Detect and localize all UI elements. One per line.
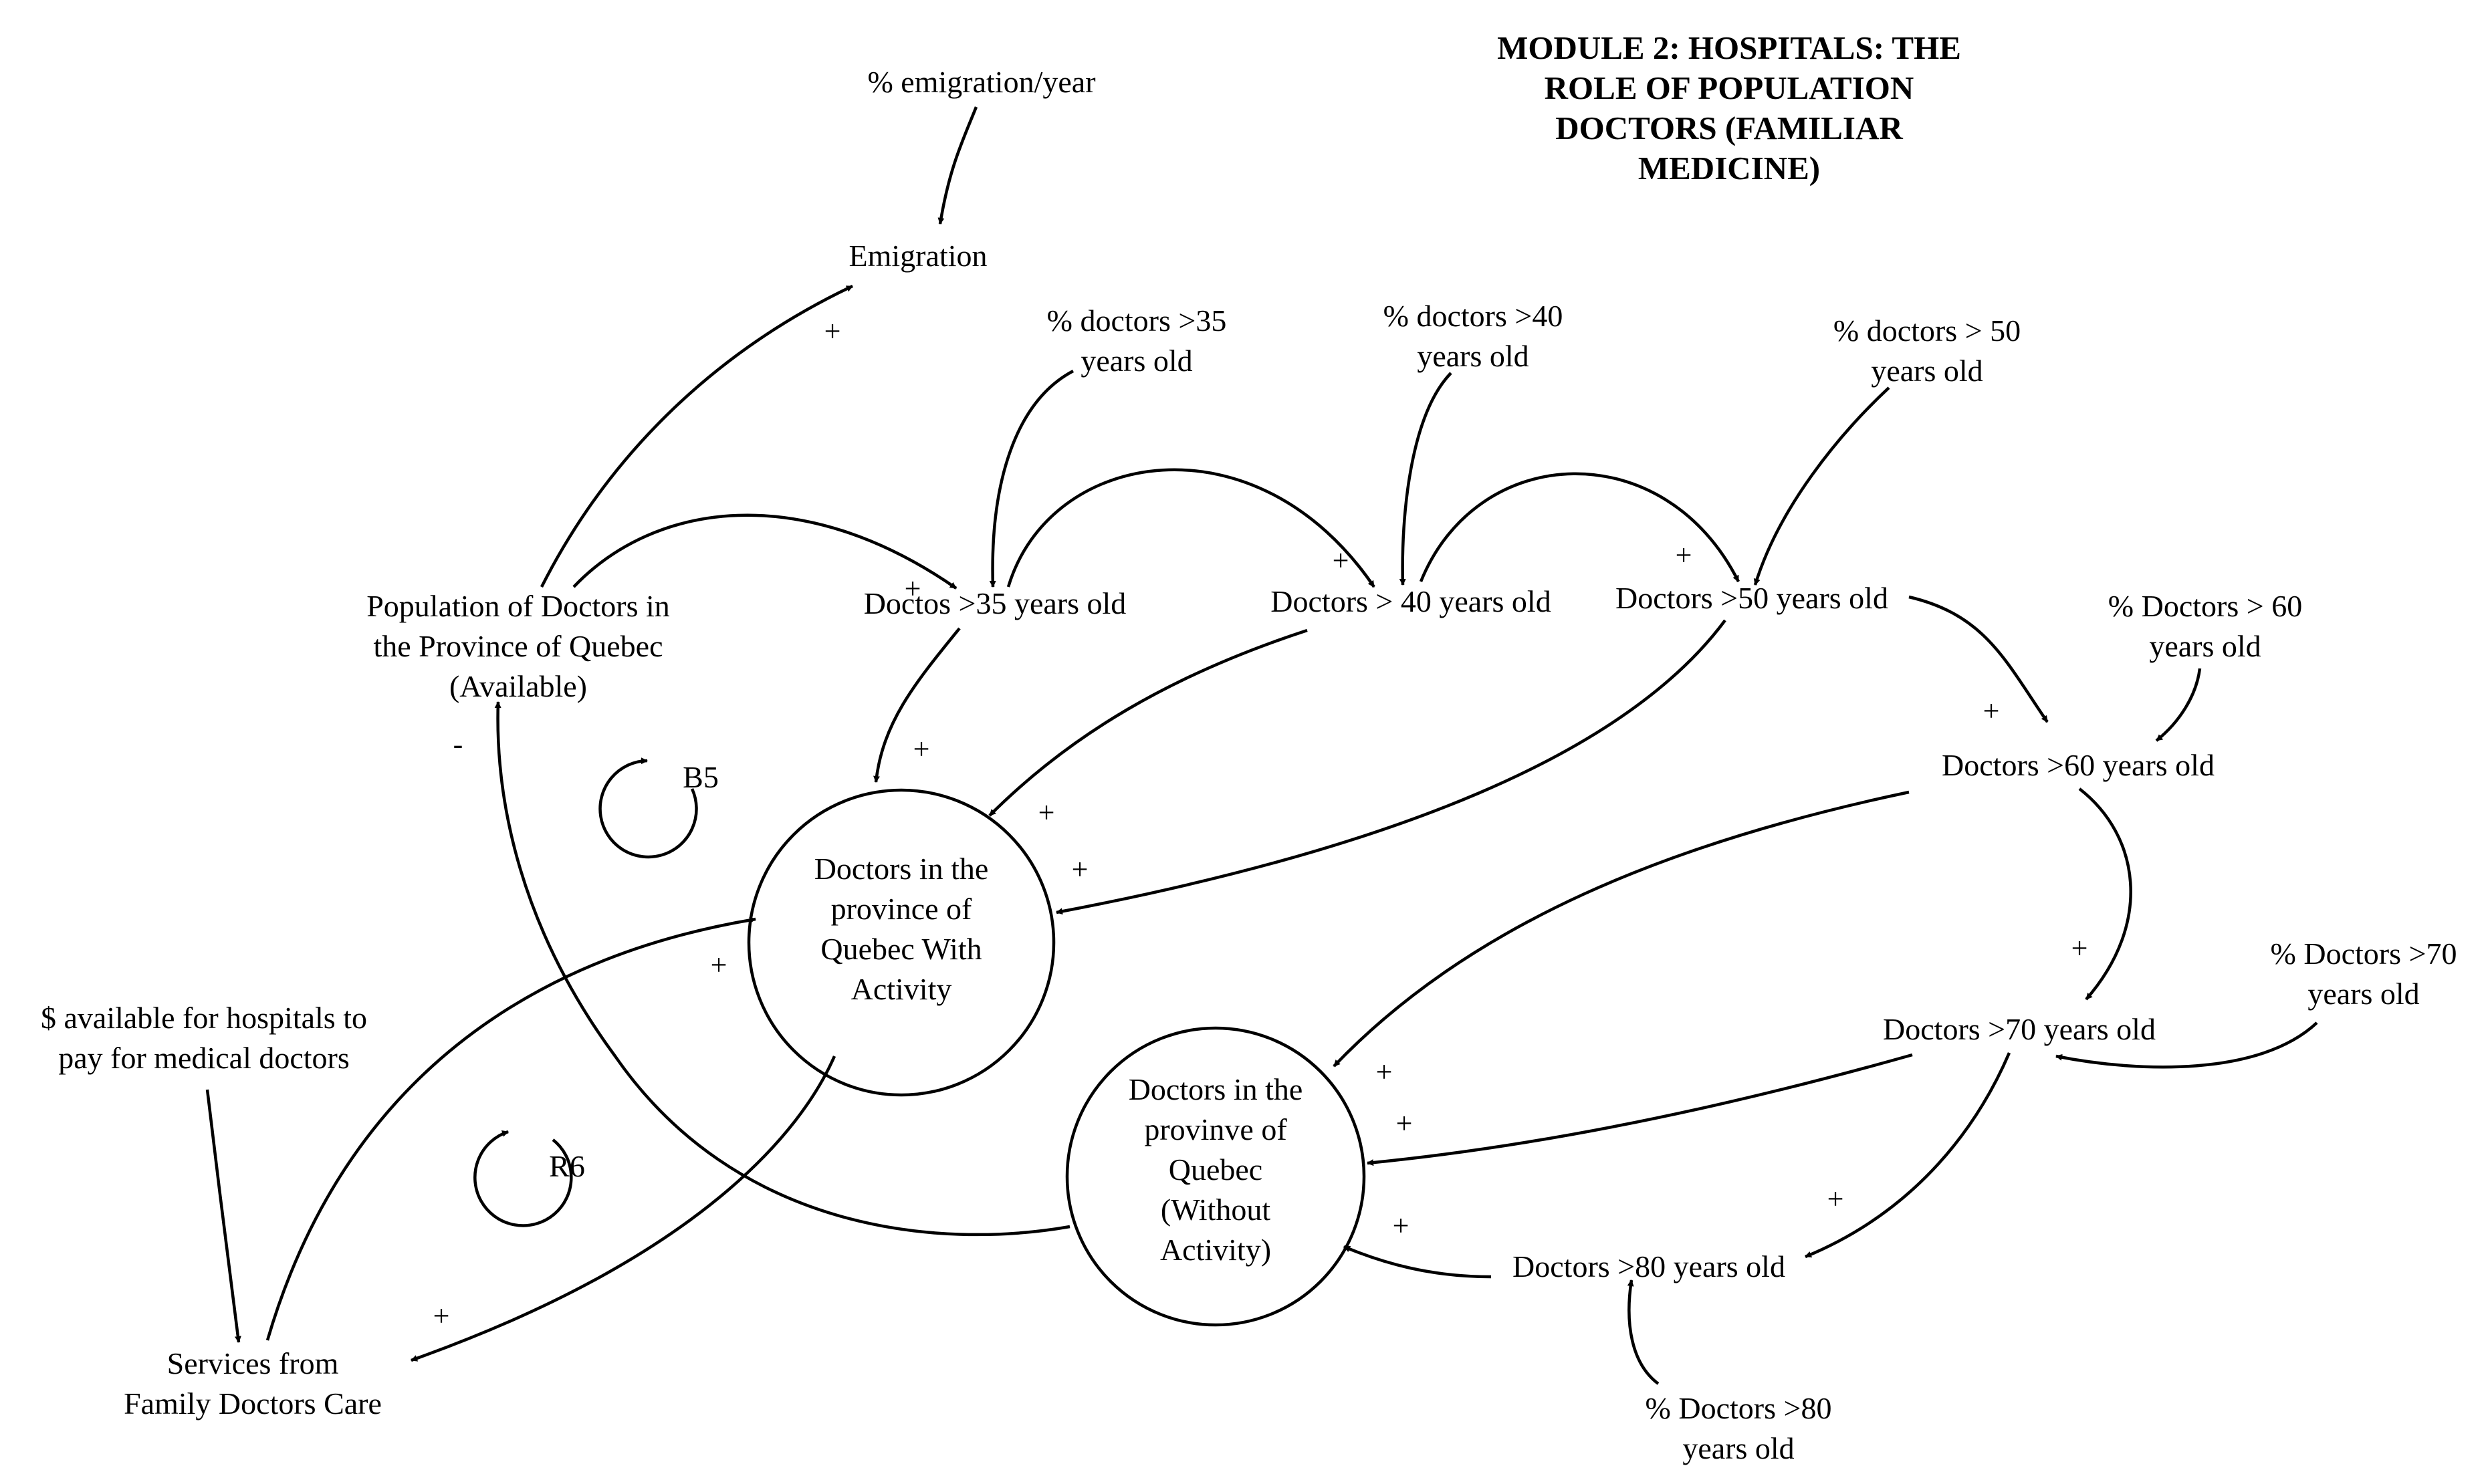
link-d40-to-d50 [1419, 472, 1740, 583]
polarity-services-with: + [711, 949, 727, 981]
link-without-activity-to-population [494, 701, 1070, 1237]
title-line: ROLE OF POPULATION [1545, 70, 1914, 106]
polarity-d40-d50: + [1676, 539, 1692, 572]
pct-40-label: % doctors >40 [1383, 299, 1563, 333]
link-pct70-to-d70 [2055, 1021, 2318, 1069]
link-d35-to-d40 [1006, 468, 1375, 588]
link-d35-to-with-activity [873, 627, 961, 783]
d60-label: Doctors >60 years old [1942, 748, 2215, 782]
polarity-d70-d80: + [1827, 1183, 1844, 1215]
services-label: Services from [167, 1346, 339, 1380]
without-activity-label: (Without [1161, 1193, 1270, 1227]
emigration-label: Emigration [849, 239, 988, 273]
pct-35-label: % doctors >35 [1047, 303, 1227, 338]
link-d80-to-without-activity [1343, 1245, 1492, 1279]
pct-60-label: % Doctors > 60 [2108, 589, 2302, 623]
pct-60-label: years old [2149, 629, 2261, 663]
d35-label: Doctos >35 years old [864, 586, 1127, 620]
link-population-to-d35 [572, 513, 957, 590]
link-d50-to-with-activity [1056, 619, 1726, 915]
without-activity-stock-circle [1065, 1026, 1366, 1327]
link-d60-to-d70 [2078, 787, 2132, 1001]
link-pct60-to-d60 [2155, 668, 2202, 742]
polarity-d70-without: + [1396, 1107, 1413, 1140]
loop-r6-label: R6 [549, 1149, 585, 1183]
link-services-to-with-activity [265, 916, 756, 1341]
polarity-d50-d60: + [1983, 695, 2000, 727]
without-activity-label: provinve of [1144, 1112, 1287, 1146]
link-d40-to-with-activity [988, 628, 1308, 817]
link-funds-to-services [205, 1089, 241, 1343]
funds-label: pay for medical doctors [58, 1041, 350, 1075]
without-activity-label: Quebec [1169, 1152, 1262, 1187]
without-activity-label: Activity) [1160, 1233, 1271, 1267]
funds-label: $ available for hospitals to [41, 1001, 367, 1035]
link-d70-to-without-activity [1367, 1053, 1913, 1166]
d80-label: Doctors >80 years old [1512, 1249, 1785, 1283]
polarity-d40-with: + [1038, 796, 1055, 829]
title-line: MODULE 2: HOSPITALS: THE [1497, 29, 1961, 66]
d70-label: Doctors >70 years old [1883, 1012, 2156, 1046]
polarity-without-pop: - [453, 728, 463, 761]
polarity-d35-with: + [913, 733, 930, 765]
link-d60-to-without-activity [1333, 790, 1910, 1068]
polarity-d35-d40: + [1333, 544, 1349, 577]
pct-80-label: % Doctors >80 [1646, 1391, 1832, 1425]
link-pct40-to-d40 [1399, 372, 1452, 586]
link-pct80-to-d80 [1627, 1279, 1660, 1385]
polarity-d60-d70: + [2071, 932, 2088, 965]
link-d50-to-d60 [1908, 595, 2049, 723]
title-line: MEDICINE) [1638, 150, 1820, 187]
population-label: Population of Doctors in [366, 589, 670, 623]
with-activity-stock-circle [747, 788, 1056, 1097]
polarity-d60-without: + [1376, 1056, 1393, 1088]
polarity-d80-without: + [1393, 1209, 1409, 1242]
pct-70-label: years old [2307, 977, 2419, 1011]
with-activity-label: Quebec With [820, 932, 982, 966]
diagram-title: MODULE 2: HOSPITALS: THE ROLE OF POPULAT… [1497, 29, 1961, 187]
polarity-pop-d35: + [905, 572, 921, 605]
pct-50-label: years old [1871, 354, 1983, 388]
pct-35-label: years old [1081, 344, 1192, 378]
with-activity-label: Activity [851, 972, 952, 1006]
d40-label: Doctors > 40 years old [1270, 584, 1551, 618]
title-line: DOCTORS (FAMILIAR [1555, 110, 1903, 146]
pct-70-label: % Doctors >70 [2271, 937, 2457, 971]
link-pct-emigration-to-emigration [937, 106, 978, 225]
link-pct35-to-d35 [989, 370, 1075, 588]
population-label: (Available) [449, 669, 587, 703]
link-population-to-emigration [540, 284, 853, 588]
with-activity-label: province of [831, 892, 972, 926]
d50-label: Doctors >50 years old [1615, 581, 1888, 615]
without-activity-label: Doctors in the [1129, 1072, 1303, 1106]
link-with-activity-to-services [411, 1056, 836, 1362]
loop-r6-marker: R6 [473, 1130, 585, 1227]
pct-80-label: years old [1682, 1431, 1794, 1465]
pct-40-label: years old [1417, 339, 1529, 373]
link-pct50-to-d50 [1753, 386, 1890, 586]
polarity-d50-with: + [1072, 853, 1089, 886]
pct-emigration-label: % emigration/year [867, 65, 1095, 99]
with-activity-label: Doctors in the [814, 852, 989, 886]
loop-b5-label: B5 [683, 760, 719, 794]
link-d70-to-d80 [1805, 1052, 2011, 1259]
loop-b5-marker: B5 [598, 757, 719, 859]
population-label: the Province of Quebec [373, 629, 663, 663]
pct-50-label: % doctors > 50 [1833, 314, 2021, 348]
services-label: Family Doctors Care [124, 1386, 382, 1420]
polarity-with-services: + [433, 1300, 450, 1332]
polarity-pop-emigration: + [824, 315, 841, 348]
